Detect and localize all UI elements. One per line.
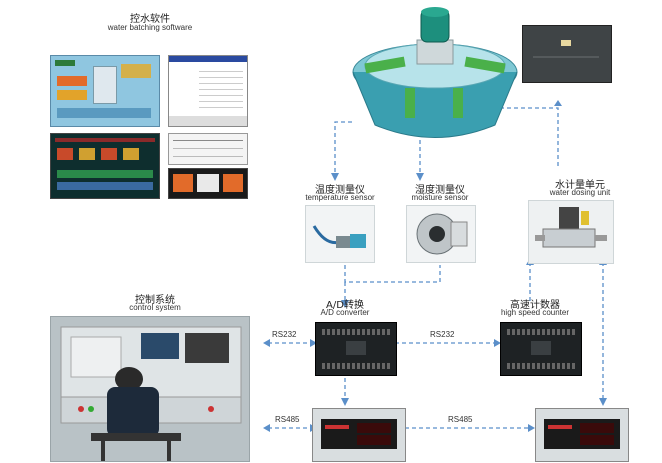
rs485-left-label: RS485 bbox=[275, 415, 300, 424]
rs232-left-label: RS232 bbox=[272, 330, 297, 339]
ad-converter-device bbox=[315, 322, 397, 376]
control-system-title-en: control system bbox=[129, 303, 181, 312]
ad-converter-title-en: A/D converter bbox=[320, 308, 370, 317]
water-dosing-title-zh: 水计量单元 bbox=[555, 180, 605, 191]
software-screenshot-2 bbox=[168, 55, 248, 127]
connector-sensors-merge bbox=[344, 265, 441, 283]
connector-mixer-temperature bbox=[334, 121, 352, 175]
display-unit-right bbox=[535, 408, 629, 462]
software-title-en: water batching software bbox=[107, 23, 193, 32]
ad-converter-title-zh: A/D转换 bbox=[326, 300, 364, 311]
software-screenshot-4 bbox=[168, 133, 248, 165]
software-screenshot-5 bbox=[168, 168, 248, 199]
software-screenshot-3 bbox=[50, 133, 160, 199]
moisture-sensor-title-en: moisture sensor bbox=[411, 193, 469, 202]
rs232-mid-label: RS232 bbox=[430, 330, 455, 339]
water-dosing-photo bbox=[528, 200, 614, 264]
software-title-zh: 控水软件 bbox=[130, 14, 170, 25]
rs485-mid-label: RS485 bbox=[448, 415, 473, 424]
water-dosing-photo-top bbox=[522, 25, 612, 83]
display-unit-left bbox=[312, 408, 406, 462]
temperature-sensor-title-en: temperature sensor bbox=[305, 193, 375, 202]
temperature-sensor-title-zh: 温度测量仪 bbox=[315, 185, 365, 196]
counter-title-en: high speed counter bbox=[500, 308, 570, 317]
counter-device bbox=[500, 322, 582, 376]
software-screenshot-1 bbox=[50, 55, 160, 127]
temperature-sensor-photo bbox=[305, 205, 375, 263]
control-system-photo bbox=[50, 316, 250, 462]
water-dosing-title-en: water dosing unit bbox=[549, 188, 611, 197]
control-system-title-zh: 控制系统 bbox=[135, 295, 175, 306]
moisture-sensor-photo bbox=[406, 205, 476, 263]
mixer-illustration bbox=[345, 0, 525, 160]
connector-mixer-dosing bbox=[500, 107, 559, 168]
counter-title-zh: 高速计数器 bbox=[510, 300, 560, 311]
moisture-sensor-title-zh: 湿度测量仪 bbox=[415, 185, 465, 196]
